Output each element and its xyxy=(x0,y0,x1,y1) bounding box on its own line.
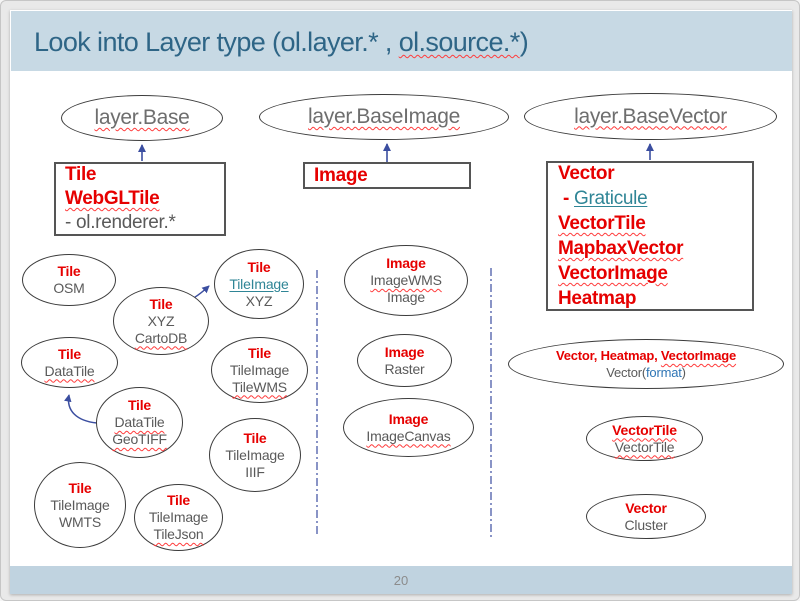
source-type-label: Vector xyxy=(625,499,667,516)
node-source-vectortile: VectorTile VectorTile xyxy=(586,416,703,461)
node-source-iiif: Tile TileImage IIIF xyxy=(209,418,301,492)
node-layer-base-image: layer.BaseImage xyxy=(259,94,509,140)
heatmap-layer-label: Heatmap xyxy=(558,288,637,309)
box-vector-layers: Vector - Graticule VectorTile MapbaxVect… xyxy=(546,161,754,311)
node-layer-base: layer.Base xyxy=(61,95,223,141)
source-type-label: Image xyxy=(384,343,425,360)
ol-renderer-note: - ol.renderer.* xyxy=(65,212,176,233)
page-number: 20 xyxy=(393,572,409,588)
source-name-label: XYZ xyxy=(147,312,175,329)
node-source-wmts: Tile TileImage WMTS xyxy=(34,462,126,548)
vector-group-line2: Vector( format ) xyxy=(606,364,686,381)
source-name-label: GeoTIFF xyxy=(112,431,167,447)
webgltile-layer-label: WebGLTile xyxy=(65,188,160,209)
image-layer-label: Image xyxy=(314,164,368,186)
graticule-line: - Graticule xyxy=(558,186,648,211)
source-name-label: TileWMS xyxy=(232,378,287,395)
page-title: Look into Layer type (ol.layer.* , ol.so… xyxy=(11,11,792,73)
source-name-label: WMTS xyxy=(59,513,101,530)
vectortile-layer-label: VectorTile xyxy=(558,213,646,234)
source-type-label: Tile xyxy=(166,492,191,508)
source-name-label: IIIF xyxy=(245,463,265,480)
source-name-label: ImageCanvas xyxy=(366,427,451,444)
node-source-raster: Image Raster xyxy=(357,334,452,387)
slide-title-bar: Look into Layer type (ol.layer.* , ol.so… xyxy=(11,11,792,71)
vector-format-close: ) xyxy=(681,365,686,380)
title-text-spellchecked: ol.source.* xyxy=(398,27,521,57)
page-footer: 20 xyxy=(10,566,792,594)
source-name-label: ImageWMS xyxy=(370,272,442,288)
vectorimage-layer-label: VectorImage xyxy=(558,263,668,284)
layer-base-label: layer.Base xyxy=(94,106,190,129)
vector-format-arg: format xyxy=(646,365,682,380)
source-name-label: DataTile xyxy=(44,362,95,379)
source-type-label: Tile xyxy=(243,429,267,446)
vector-group-prefix: Vector, Heatmap, xyxy=(555,348,661,363)
vector-format-open: Vector( xyxy=(606,365,646,380)
tile-layer-label: Tile xyxy=(65,164,97,185)
mapbaxvector-layer-label: MapbaxVector xyxy=(558,238,684,259)
title-text-close: ) xyxy=(519,27,529,57)
node-layer-base-vector: layer.BaseVector xyxy=(524,93,777,140)
node-source-imagewms: Image ImageWMS Image xyxy=(344,245,468,316)
source-type-label: Tile xyxy=(127,397,152,413)
source-type-label: Image xyxy=(388,410,429,427)
source-type-label: VectorTile xyxy=(612,421,677,438)
node-source-imagecanvas: Image ImageCanvas xyxy=(343,398,474,457)
graticule-hyperlink[interactable]: Graticule xyxy=(574,188,648,209)
source-name-label: XYZ xyxy=(245,292,273,309)
tileimage-hyperlink[interactable]: TileImage xyxy=(229,275,289,292)
vector-group-vectorimage: VectorImage xyxy=(660,348,737,363)
node-source-tilewms: Tile TileImage TileWMS xyxy=(211,337,308,403)
node-source-vector-group: Vector, Heatmap, VectorImage Vector( for… xyxy=(508,339,784,389)
source-parent-label: TileImage xyxy=(148,509,209,525)
source-type-label: Tile xyxy=(149,295,173,312)
source-parent-label: DataTile xyxy=(114,414,165,430)
source-name-label: TileJson xyxy=(153,526,204,542)
source-name-label: Raster xyxy=(384,360,425,377)
title-text: Look into Layer type (ol.layer.* , xyxy=(34,27,399,57)
source-type-label: Tile xyxy=(57,345,82,362)
source-name-label: OSM xyxy=(53,280,85,296)
layer-base-vector-label: layer.BaseVector xyxy=(574,104,727,128)
source-type-label: Tile xyxy=(57,263,81,279)
source-name-label: Cluster xyxy=(624,516,668,533)
vector-layer-label: Vector xyxy=(558,163,615,184)
source-parent-label: TileImage xyxy=(50,496,110,513)
node-source-geotiff: Tile DataTile GeoTIFF xyxy=(96,387,183,458)
node-source-xyz-cartodb: Tile XYZ CartoDB xyxy=(113,287,209,355)
vector-group-line1: Vector, Heatmap, VectorImage xyxy=(556,347,736,364)
node-source-osm: Tile OSM xyxy=(22,254,116,306)
source-type-label: Tile xyxy=(247,258,271,275)
source-parent-label: TileImage xyxy=(229,361,290,378)
node-source-tilejson: Tile TileImage TileJson xyxy=(134,484,223,551)
box-tile-layers: Tile WebGLTile - ol.renderer.* xyxy=(54,162,226,236)
node-source-datatile: Tile DataTile xyxy=(21,337,118,388)
box-image-layers: Image xyxy=(303,162,471,189)
layer-base-image-label: layer.BaseImage xyxy=(308,105,460,128)
source-type-label: Image xyxy=(386,255,426,271)
source-parent-label: TileImage xyxy=(225,446,285,463)
node-source-tileimage-xyz: Tile TileImage XYZ xyxy=(214,249,304,319)
source-name-label: VectorTile xyxy=(614,438,675,455)
node-source-cluster: Vector Cluster xyxy=(586,494,706,539)
source-name-label: CartoDB xyxy=(134,329,188,346)
source-type-label: Tile xyxy=(247,344,272,361)
source-name-label: Image xyxy=(387,289,425,305)
source-type-label: Tile xyxy=(68,479,92,496)
graticule-dash: - xyxy=(563,188,575,209)
